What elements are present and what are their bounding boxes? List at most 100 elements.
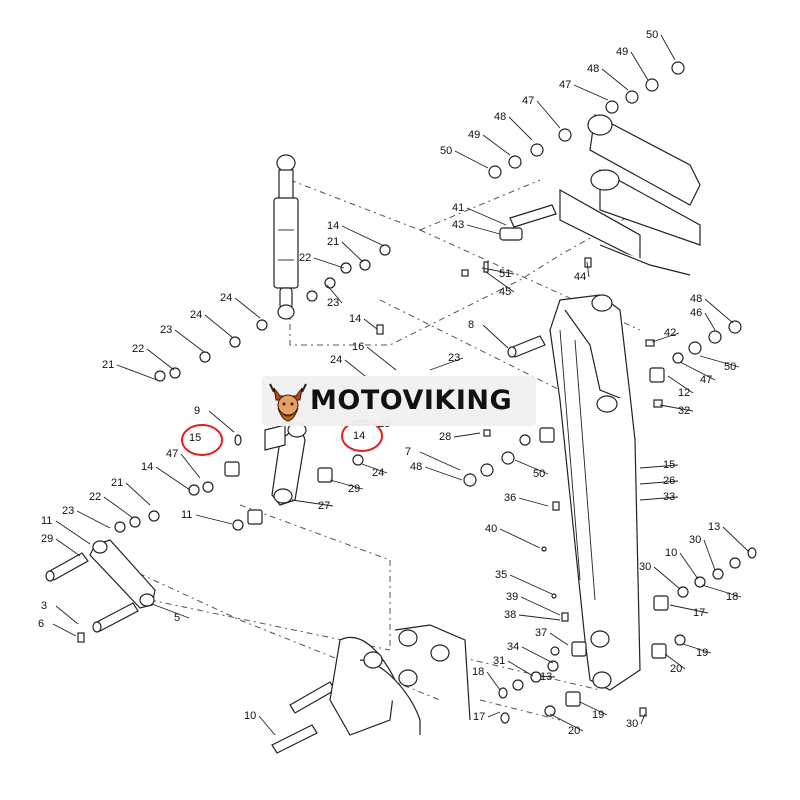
- callout-label: 23: [62, 505, 74, 517]
- hydraulic-cylinder: [273, 154, 299, 320]
- callout-label: 10: [244, 710, 256, 722]
- leader-line: [639, 464, 679, 469]
- leader-line: [103, 496, 134, 519]
- leader-line: [482, 324, 509, 349]
- callout-label: 49: [616, 46, 628, 58]
- side-link: [89, 539, 156, 609]
- callout-label: 39: [506, 591, 518, 603]
- callout-label: 47: [700, 374, 712, 386]
- leader-line: [341, 225, 385, 247]
- leader-line: [174, 329, 205, 353]
- leader-line: [291, 499, 334, 507]
- callout-label: 30: [639, 561, 651, 573]
- leader-line: [180, 453, 201, 479]
- center-lines: [109, 179, 641, 721]
- leader-line: [116, 364, 158, 381]
- leader-line: [601, 68, 629, 91]
- leader-line: [704, 298, 734, 324]
- leader-line: [466, 207, 507, 226]
- leader-line: [151, 603, 190, 619]
- leader-line: [329, 479, 364, 490]
- callout-label: 42: [664, 327, 676, 339]
- leader-line: [659, 404, 694, 412]
- callout-label: 21: [111, 477, 123, 489]
- leader-line: [55, 605, 79, 625]
- callout-label: 48: [587, 63, 599, 75]
- callout-label: 44: [574, 271, 586, 283]
- callout-label: 22: [132, 343, 144, 355]
- leader-line: [326, 284, 343, 304]
- leader-line: [482, 134, 511, 156]
- callout-label: 19: [696, 647, 708, 659]
- callout-label: 19: [592, 709, 604, 721]
- pins: [45, 204, 557, 754]
- leader-line: [518, 497, 549, 507]
- leader-line: [639, 480, 679, 485]
- callout-label: 50: [440, 145, 452, 157]
- callout-label: 9: [194, 405, 200, 417]
- leader-line: [509, 574, 553, 595]
- leader-line: [146, 348, 175, 371]
- leader-line: [579, 701, 608, 716]
- callout-label: 32: [678, 405, 690, 417]
- callout-label: 36: [504, 492, 516, 504]
- viking-logo-icon: [269, 383, 307, 422]
- leader-line: [679, 552, 699, 580]
- callout-label: 14: [141, 461, 153, 473]
- leader-line: [366, 346, 397, 371]
- brand-name: MOTOVIKING: [310, 385, 513, 416]
- callout-label: 23: [327, 297, 339, 309]
- callout-label: 20: [568, 725, 580, 737]
- callout-label: 17: [473, 711, 485, 723]
- leader-line: [429, 357, 464, 371]
- callout-label: 30: [626, 718, 638, 730]
- leader-line: [486, 671, 501, 691]
- callout-label: 34: [507, 641, 519, 653]
- callout-label: 50: [724, 361, 736, 373]
- leader-line: [660, 34, 676, 61]
- callout-label: 43: [452, 219, 464, 231]
- leader-line: [55, 520, 91, 545]
- callout-label: 13: [540, 671, 552, 683]
- callout-label: 24: [330, 354, 342, 366]
- callout-label: 48: [494, 111, 506, 123]
- callout-label: 11: [41, 515, 52, 527]
- callout-label: 33: [663, 491, 675, 503]
- leader-line: [682, 643, 712, 654]
- leader-line: [521, 646, 554, 664]
- callout-label: 6: [38, 618, 44, 630]
- callout-label: 48: [410, 461, 422, 473]
- leader-line: [639, 496, 679, 501]
- callout-label: 45: [499, 286, 511, 298]
- callout-label: 30: [689, 534, 701, 546]
- callout-label: 28: [439, 431, 451, 443]
- leader-line: [630, 51, 649, 81]
- brand-banner: [262, 376, 536, 426]
- callout-label: 35: [495, 569, 507, 581]
- leader-line: [507, 660, 534, 677]
- leader-line: [363, 318, 378, 330]
- callout-label: 50: [646, 29, 658, 41]
- leader-line: [454, 150, 489, 169]
- leader-line: [55, 538, 81, 557]
- leader-line: [258, 715, 276, 736]
- callout-label: 40: [485, 523, 497, 535]
- callout-label: 8: [468, 319, 474, 331]
- callout-label: 37: [535, 627, 547, 639]
- callout-label: 21: [102, 359, 114, 371]
- leader-line: [518, 614, 561, 621]
- callout-label: 5: [174, 612, 180, 624]
- boom-cylinder: [559, 114, 701, 276]
- bushings-and-washers: [114, 61, 757, 724]
- callout-label: 46: [690, 307, 702, 319]
- leader-line: [499, 528, 541, 549]
- leader-line: [651, 332, 680, 343]
- callout-label: 15: [663, 459, 675, 471]
- callout-label: 29: [41, 533, 53, 545]
- bolts-and-fittings: [77, 227, 663, 717]
- leader-line: [701, 584, 742, 598]
- callout-label: 15: [189, 432, 201, 444]
- leader-line: [664, 653, 686, 670]
- callout-label: 14: [327, 220, 339, 232]
- leader-line: [679, 361, 716, 381]
